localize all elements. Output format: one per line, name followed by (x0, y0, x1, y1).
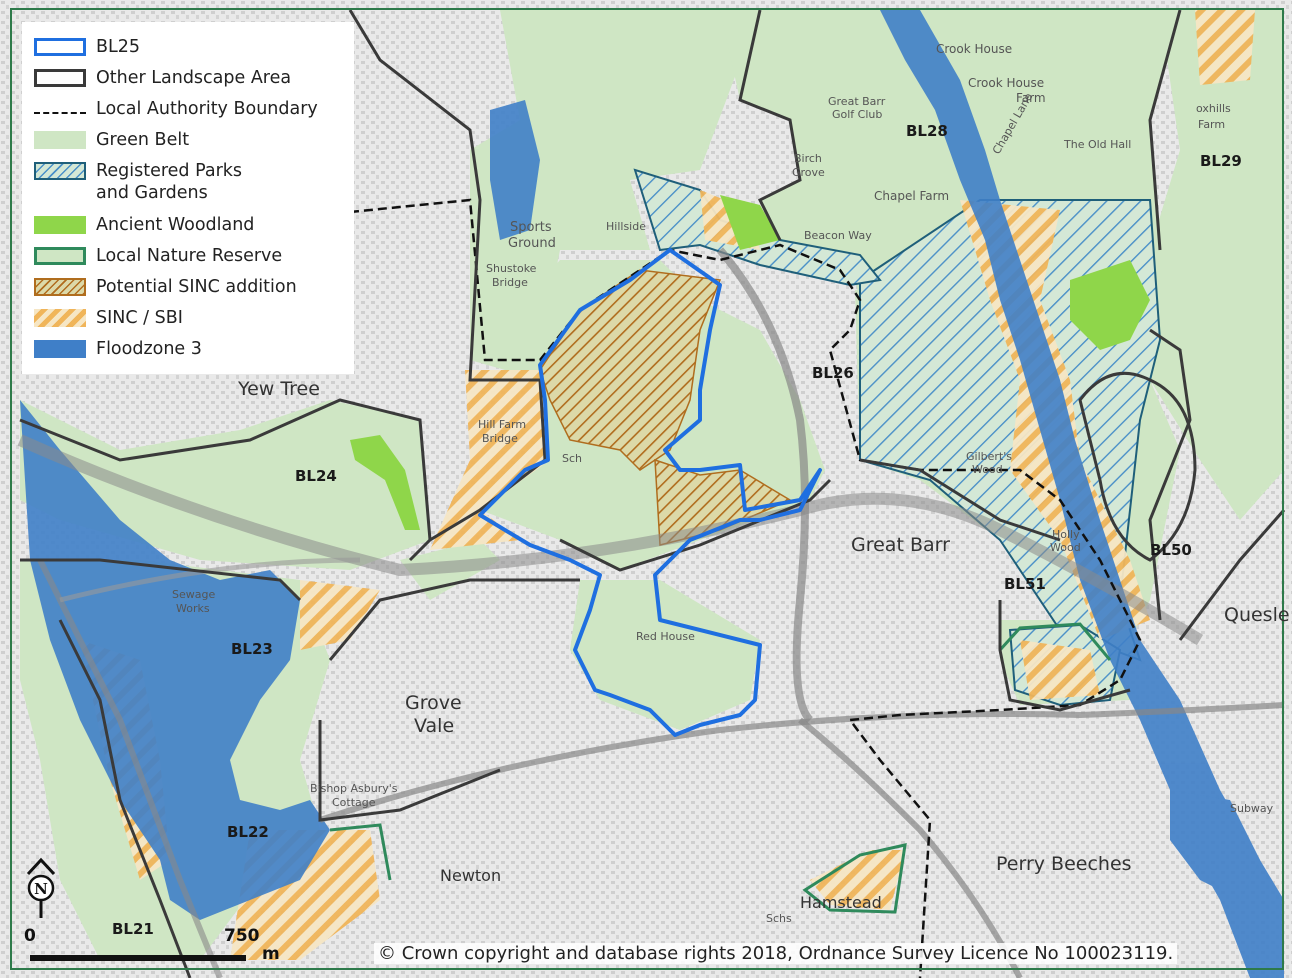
map-label-hill-farm: Hill Farm (478, 418, 527, 431)
legend-label: Local Nature Reserve (96, 246, 283, 266)
map-label-ground: Ground (508, 236, 556, 251)
legend: BL25 Other Landscape Area Local Authorit… (22, 22, 354, 374)
ancient-woodland-layer (350, 195, 1150, 530)
map-label-golf: Great Barr (828, 95, 886, 108)
zone-label-bl23: BL23 (231, 640, 273, 658)
legend-item-green-belt: Green Belt (34, 129, 189, 151)
north-letter: N (34, 880, 48, 898)
map-label-golf-club: Golf Club (832, 108, 883, 121)
zone-label-bl29: BL29 (1200, 152, 1242, 170)
legend-item-parks: Registered Parks and Gardens (34, 160, 242, 204)
potential-sinc-layer (539, 269, 792, 546)
place-label-hamstead: Hamstead (800, 893, 882, 912)
green-belt-swatch (34, 131, 86, 149)
legend-item-landscape: Other Landscape Area (34, 67, 291, 89)
map-label-chapel-farm: Chapel Farm (874, 189, 950, 203)
map-label-crook-house-farm: Crook House (968, 76, 1045, 90)
zone-label-bl24: BL24 (295, 467, 337, 485)
legend-label: Registered Parks and Gardens (96, 161, 243, 203)
place-label-perry-beeches: Perry Beeches (996, 853, 1132, 875)
legend-item-bl25: BL25 (34, 36, 140, 58)
zone-label-bl22: BL22 (227, 823, 269, 841)
scale-unit: m (262, 944, 280, 964)
zone-label-bl28: BL28 (906, 122, 948, 140)
landscape-swatch (34, 69, 86, 87)
map-label-holly: Holly (1052, 528, 1080, 541)
legend-label: SINC / SBI (96, 308, 183, 328)
map-label-subway: Subway (1230, 802, 1274, 815)
map-label-works: Works (176, 602, 210, 615)
map-label-old-hall: The Old Hall (1064, 138, 1132, 151)
landscape-boundaries-layer (19, 9, 1286, 978)
authority-swatch (34, 112, 86, 114)
north-arrow-icon: N (26, 857, 56, 918)
legend-item-floodzone: Floodzone 3 (34, 338, 202, 360)
map-label-sewage: Sewage (172, 588, 216, 601)
potential-sinc-swatch (34, 278, 86, 296)
legend-label: Ancient Woodland (96, 215, 255, 235)
map-label-crook-house: Crook House (936, 42, 1013, 56)
zone-label-bl50: BL50 (1150, 541, 1192, 559)
map-label-bishop-asbury: Bishop Asbury's (310, 782, 398, 795)
legend-item-lnr: Local Nature Reserve (34, 245, 282, 267)
place-label-vale: Vale (414, 715, 455, 737)
sinc-swatch (34, 309, 86, 327)
map-label-sports: Sports (510, 220, 552, 235)
map-label-beacon-way: Beacon Way (804, 229, 872, 242)
map-label-farm: Farm (1016, 91, 1046, 105)
map-label-shustoke: Shustoke (486, 262, 537, 275)
place-label-great-barr: Great Barr (851, 534, 950, 556)
place-label-grove: Grove (405, 692, 462, 714)
bl25-boundary[interactable] (478, 248, 822, 737)
map-label-birch: Birch (794, 152, 822, 165)
scale-bar (30, 955, 246, 961)
legend-label: Potential SINC addition (96, 277, 297, 297)
bl25-swatch (34, 38, 86, 56)
ancient-woodland-swatch (34, 216, 86, 234)
map-label-schs: Schs (766, 912, 792, 925)
floodzone-layer (20, 10, 1284, 978)
place-label-quesl: Quesle (1224, 604, 1290, 626)
zone-label-bl51: BL51 (1004, 575, 1046, 593)
scale-distance: 750 (224, 926, 260, 946)
map-label-holly-wood: Wood (1050, 541, 1081, 554)
legend-item-authority: Local Authority Boundary (34, 98, 318, 120)
map-label-gilberts: Gilbert's (966, 450, 1012, 463)
place-label-newton: Newton (440, 866, 502, 885)
place-label-yew-tree: Yew Tree (238, 378, 320, 400)
zone-label-bl21: BL21 (112, 920, 154, 938)
legend-item-ancient-woodland: Ancient Woodland (34, 214, 254, 236)
legend-label: Local Authority Boundary (96, 99, 318, 119)
map-label-foxhills: oxhills (1196, 102, 1231, 115)
map-label-sch: Sch (562, 452, 583, 465)
map-label-gilberts-wood: Wood (972, 463, 1003, 476)
legend-label: Green Belt (96, 130, 190, 150)
lnr-layer (329, 622, 1112, 914)
scale-zero: 0 (24, 926, 36, 946)
map-label-hillside: Hillside (606, 220, 646, 233)
lnr-swatch (34, 247, 86, 265)
legend-label: Other Landscape Area (96, 68, 292, 88)
parks-swatch (34, 162, 86, 180)
zone-label-bl26: BL26 (812, 364, 854, 382)
map-label-birch-grove: Grove (792, 166, 825, 179)
legend-label: Floodzone 3 (96, 339, 202, 359)
map-label-red-house: Red House (636, 630, 695, 643)
map-label-foxhills-farm: Farm (1198, 118, 1226, 131)
legend-item-potential-sinc: Potential SINC addition (34, 276, 297, 298)
map-label-cottage: Cottage (332, 796, 376, 809)
floodzone-swatch (34, 340, 86, 358)
legend-item-sinc: SINC / SBI (34, 307, 183, 329)
map-label-hill-farm-bridge: Bridge (482, 432, 518, 445)
map-label-shustoke-bridge: Bridge (492, 276, 528, 289)
legend-label: BL25 (96, 37, 141, 57)
copyright-notice: © Crown copyright and database rights 20… (374, 943, 1178, 964)
